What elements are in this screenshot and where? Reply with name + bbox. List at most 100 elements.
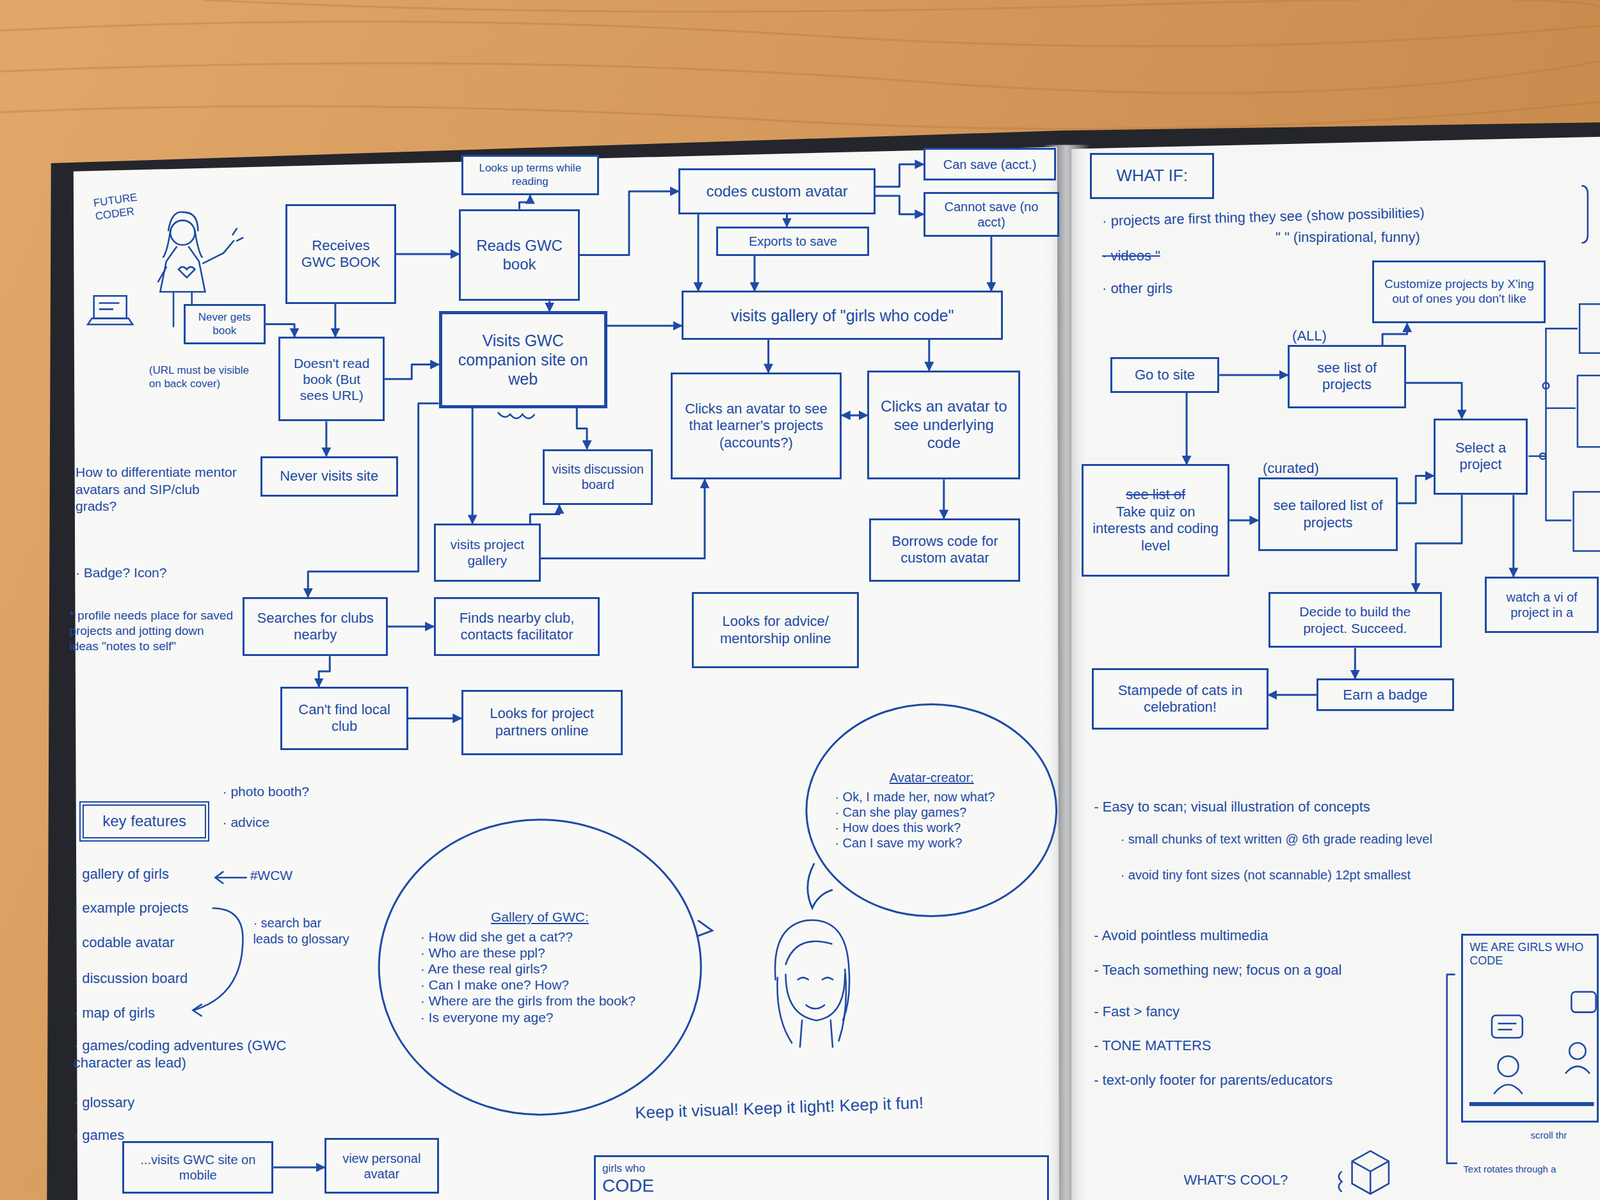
connector-arrow: [334, 304, 336, 337]
note-text: · example projects: [73, 899, 237, 918]
note-text: - text-only footer for parents/educators: [1093, 1071, 1456, 1090]
connector-arrow: [697, 214, 700, 292]
note-text: - TONE MATTERS: [1093, 1036, 1350, 1055]
notebook-cover: [46, 122, 1600, 1200]
process-box: (curated)see tailored list of projects: [1258, 477, 1398, 552]
connector-arrow: [1219, 373, 1288, 376]
note-text: " " (inspirational, funny): [1275, 228, 1572, 247]
process-box: Finds nearby club, contacts facilitator: [433, 597, 601, 656]
node-text: Decide to build the project. Succeed.: [1276, 603, 1434, 636]
connector-arrow: [1512, 494, 1515, 577]
note-text: · glossary: [73, 1093, 227, 1112]
process-box: Never gets book: [183, 304, 266, 345]
connector-arrow: [753, 256, 756, 291]
node-text: Never visits site: [279, 467, 379, 485]
node-text: · Are these real girls?: [420, 960, 548, 977]
note-text: - Fast > fancy: [1093, 1002, 1350, 1021]
process-box: Searches for clubs nearby: [242, 597, 388, 656]
note-text: * profile needs place for saved projects…: [69, 608, 235, 654]
node-text: Customize projects by X'ing out of ones …: [1380, 277, 1538, 307]
bubble-tails: [695, 863, 833, 937]
process-box: Select a project: [1433, 418, 1528, 496]
node-text: Clicks an avatar to see underlying code: [875, 397, 1012, 453]
note-text: · codable avatar: [73, 933, 237, 952]
note-text: · discussion board: [73, 969, 237, 988]
connector-arrow: [1185, 392, 1188, 465]
node-text: Go to site: [1134, 366, 1195, 384]
node-text: · Ok, I made her, now what?: [834, 789, 995, 805]
connector-arrow: [990, 236, 992, 292]
page-sketch-box: girls whoCODE: [593, 1155, 1049, 1200]
right-page: [1071, 136, 1600, 1200]
node-text: · How did she get a cat??: [420, 928, 573, 945]
girl-face-sketch: [775, 920, 850, 1048]
node-text: Looks up terms while reading: [469, 161, 591, 189]
heading-box: WHAT IF:: [1089, 152, 1215, 200]
note-text: · videos ": [1102, 247, 1235, 265]
process-box: Can save (acct.): [923, 147, 1056, 181]
process-box: (ALL)see list of projects: [1287, 344, 1407, 409]
node-text: · Can she play games?: [834, 804, 967, 820]
note-text: · Badge? Icon?: [75, 564, 208, 582]
node-text: (curated): [1262, 460, 1320, 477]
screen-sketch-doodles: [1447, 974, 1597, 1164]
node-text: view personal avatar: [332, 1150, 431, 1182]
node-text: Stampede of cats in celebration!: [1100, 682, 1261, 717]
node-text: CODE: [602, 1175, 655, 1197]
connector-arrow: [576, 408, 587, 450]
connector-arrow: [785, 214, 788, 227]
node-text: Can save (acct.): [943, 156, 1037, 173]
node-text: see list of: [1125, 486, 1186, 504]
note-text: WHAT'S COOL?: [1183, 1171, 1337, 1190]
connector-arrow: [875, 164, 924, 187]
note-text: · games: [73, 1126, 176, 1145]
note-text: scroll thr: [1530, 1129, 1599, 1142]
node-text: visits project gallery: [442, 536, 533, 569]
connector-arrow: [1406, 382, 1462, 419]
note-text: - Easy to scan; visual illustration of c…: [1093, 798, 1584, 816]
note-text: How to differentiate mentor avatars and …: [75, 464, 244, 515]
note-text: #WCW: [250, 867, 322, 884]
process-box: Visits GWC companion site on web: [439, 311, 608, 408]
note-text: · advice: [222, 814, 325, 831]
process-box: Go to site: [1110, 357, 1220, 393]
node-text: Select a project: [1441, 439, 1520, 474]
process-box: watch a vi of project in a: [1484, 576, 1600, 633]
node-text: watch a vi of project in a: [1493, 589, 1592, 621]
node-text: · Where are the girls from the book?: [420, 992, 636, 1009]
connector-arrow: [841, 414, 868, 416]
node-text: · Is everyone my age?: [420, 1009, 554, 1026]
note-text: - Teach something new; focus on a goal: [1093, 961, 1451, 980]
node-text: ...visits GWC site on mobile: [130, 1152, 265, 1183]
node-text: WHAT IF:: [1116, 165, 1188, 186]
connector-arrow: [767, 339, 770, 373]
process-box: Stampede of cats in celebration!: [1091, 668, 1269, 730]
left-page: [73, 147, 1060, 1200]
process-box: Never visits site: [260, 456, 399, 498]
process-box: Looks for project partners online: [461, 689, 623, 756]
connector-arrow: [1415, 494, 1462, 592]
connector-arrow: [408, 717, 462, 720]
node-text: Gallery of GWC:: [490, 908, 589, 925]
node-text: Finds nearby club, contacts facilitator: [442, 609, 592, 644]
node-text: Cannot save (no acct): [931, 199, 1051, 230]
connector-arrow: [1382, 323, 1408, 345]
wood-grain: [0, 0, 1600, 129]
process-box: Clicks an avatar to see that learner's p…: [670, 372, 843, 480]
process-box: visits gallery of "girls who code": [681, 290, 1003, 340]
node-text: (ALL): [1292, 327, 1327, 345]
connector-arrow: [471, 408, 474, 524]
note-text: · map of girls: [73, 1004, 237, 1023]
note-text: · small chunks of text written @ 6th gra…: [1120, 831, 1595, 848]
node-text: see list of projects: [1296, 359, 1398, 394]
connector-arrow: [318, 656, 330, 687]
note-text: - Avoid pointless multimedia: [1093, 926, 1441, 945]
connector-arrow: [875, 195, 924, 215]
process-box: Looks for advice/ mentorship online: [691, 592, 859, 669]
process-box: Earn a badge: [1316, 678, 1455, 712]
note-text: (URL must be visible on back cover): [149, 363, 256, 392]
node-text: Avatar-creator:: [889, 769, 975, 786]
node-text: Receives GWC BOOK: [293, 237, 388, 272]
node-text: key features: [102, 812, 187, 831]
